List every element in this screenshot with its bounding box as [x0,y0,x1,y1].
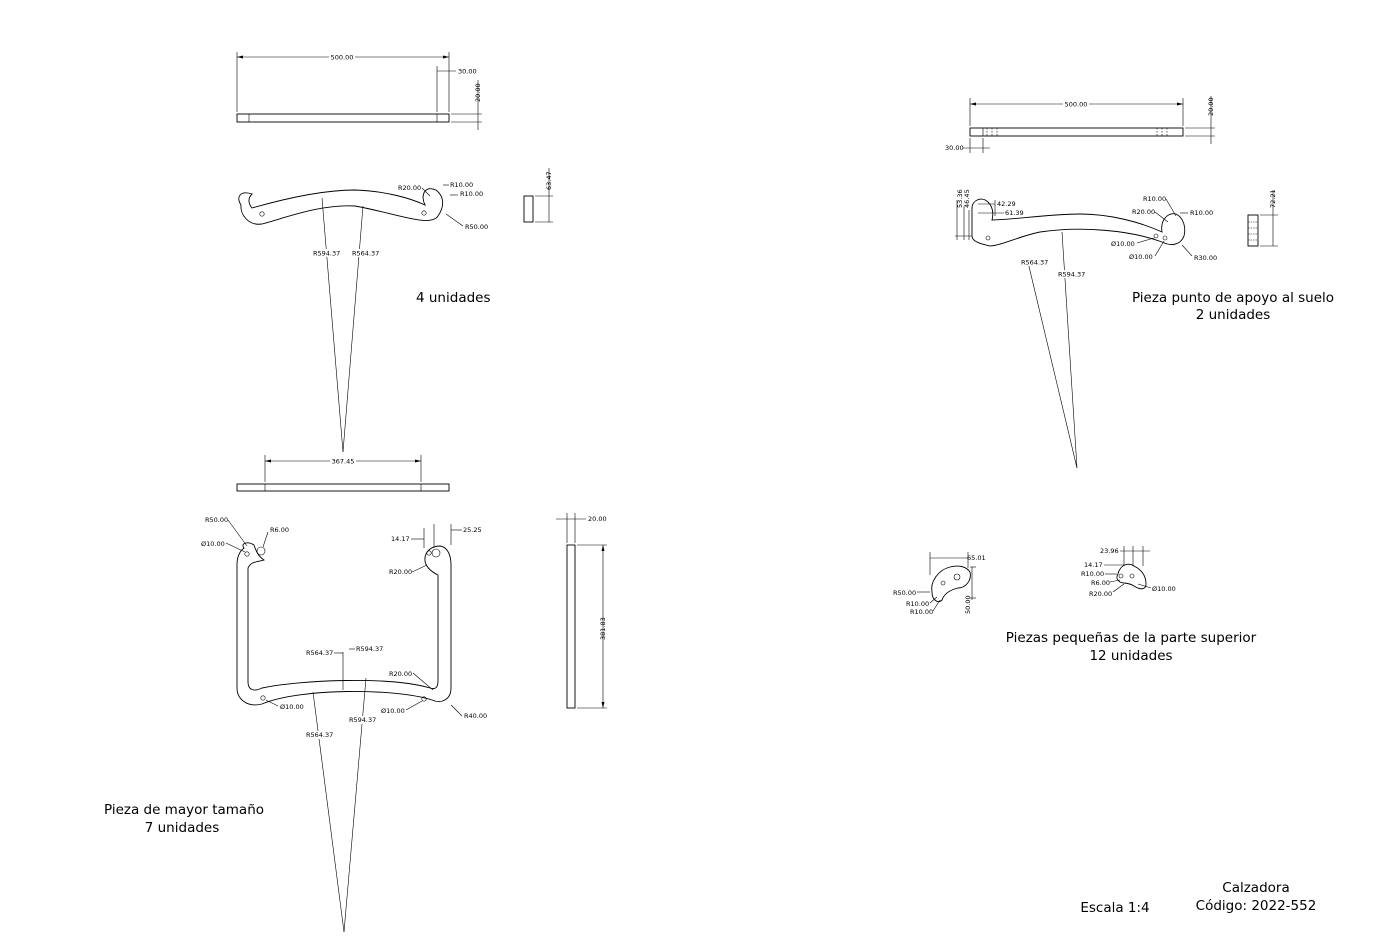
dim-d-h: 381.83 [599,617,607,640]
dim-a-end: 30.00 [458,68,477,76]
piece-d-name: Pieza de mayor tamaño [104,802,264,818]
dim-d-r594a: R594.37 [356,645,383,653]
drawing-title: Calzadora [1222,880,1289,896]
piece-c-left-view: 65.01 50.00 R50.00 R10.00 R10.00 [893,552,986,616]
dim-b-r564: R564.37 [1021,259,1048,267]
dim-a-r20: R20.00 [398,184,421,192]
dim-d-r594b: R594.37 [349,716,376,724]
piece-b-top-view: 500.00 20.00 30.00 [945,96,1215,153]
dim-b-length: 500.00 [1065,101,1088,109]
dim-b-end: 30.00 [945,144,964,152]
piece-a-quantity: 4 unidades [416,290,491,306]
dim-b-6139: 61.39 [1005,209,1024,217]
dim-a-r10a: R10.00 [450,181,473,189]
dim-d-r564b: R564.37 [306,731,333,739]
dim-b-d10a: Ø10.00 [1111,240,1135,248]
dim-c-r6: R6.00 [1091,579,1110,587]
piece-a-side-view: 63.47 [523,168,553,223]
dim-b-r594: R594.37 [1058,271,1085,279]
piece-c-quantity: 12 unidades [1089,648,1172,664]
piece-b-side-view: 72.21 [1247,189,1278,247]
dim-c-r10a: R10.00 [906,600,929,608]
dim-a-r564: R564.37 [352,250,379,258]
dim-c-50: 50.00 [964,595,972,614]
dim-d-w20: 20.00 [588,515,607,523]
dim-d-d10a: Ø10.00 [201,540,225,548]
dim-b-thick: 20.00 [1207,97,1215,116]
dim-a-thick: 20.00 [474,83,482,102]
drawing-scale: Escala 1:4 [1080,900,1149,916]
dim-a-h: 63.47 [545,171,553,190]
piece-b-quantity: 2 unidades [1196,307,1271,323]
dim-b-r30: R30.00 [1194,254,1217,262]
dim-b-4645: 46.45 [963,189,971,208]
dim-b-5336: 53.36 [956,189,964,208]
dim-d-r40: R40.00 [464,712,487,720]
piece-a-top-view: 500.00 30.00 20.00 [236,52,482,130]
dim-c-r50: R50.00 [893,589,916,597]
dim-b-r10b: R10.00 [1190,209,1213,217]
dim-d-r564a: R564.37 [306,649,333,657]
dim-d-top-len: 367.45 [332,458,355,466]
piece-a-front-view: R594.37 R564.37 R20.00 R10.00 R10.00 R50… [238,181,488,453]
dim-b-d10b: Ø10.00 [1129,253,1153,261]
dim-a-r50: R50.00 [465,223,488,231]
piece-c-right-view: 23.96 14.17 R10.00 R6.00 R20.00 Ø10.00 [1081,546,1176,598]
piece-d-top-view: 367.45 [236,455,450,492]
piece-b-front-view: 53.36 46.45 42.29 61.39 R10.00 R20.00 R1… [955,189,1217,469]
drawing-code: Código: 2022-552 [1196,898,1317,914]
dim-c-r10b: R10.00 [910,608,933,616]
dim-a-r594: R594.37 [313,250,340,258]
dim-c-r20: R20.00 [1089,590,1112,598]
dim-c-r10c: R10.00 [1081,570,1104,578]
piece-d-front-view: R50.00 R6.00 Ø10.00 14.17 25.25 R20.00 R… [201,516,487,933]
dim-c-d10: Ø10.00 [1152,585,1176,593]
dim-c-6501: 65.01 [967,554,986,562]
piece-d-side-view: 20.00 381.83 [556,513,607,709]
dim-b-4229: 42.29 [997,200,1016,208]
dim-d-r6: R6.00 [270,526,289,534]
dim-a-length: 500.00 [331,54,354,62]
piece-d-quantity: 7 unidades [145,820,220,836]
dim-d-2525: 25.25 [463,526,482,534]
dim-b-h: 72.21 [1269,189,1277,208]
title-block: Calzadora Código: 2022-552 Escala 1:4 [1080,880,1316,916]
dim-b-r10a: R10.00 [1143,195,1166,203]
dim-c-2396: 23.96 [1100,547,1119,555]
dim-d-r20a: R20.00 [389,568,412,576]
dim-d-r50: R50.00 [205,516,228,524]
dim-d-d10b: Ø10.00 [280,703,304,711]
piece-c-name: Piezas pequeñas de la parte superior [1006,630,1257,646]
dim-a-r10b: R10.00 [460,190,483,198]
piece-b-name: Pieza punto de apoyo al suelo [1132,290,1334,306]
dim-d-r20b: R20.00 [389,670,412,678]
dim-d-d10c: Ø10.00 [381,707,405,715]
dim-d-1417: 14.17 [391,535,410,543]
dim-c-1417: 14.17 [1084,561,1103,569]
dim-b-r20: R20.00 [1132,208,1155,216]
